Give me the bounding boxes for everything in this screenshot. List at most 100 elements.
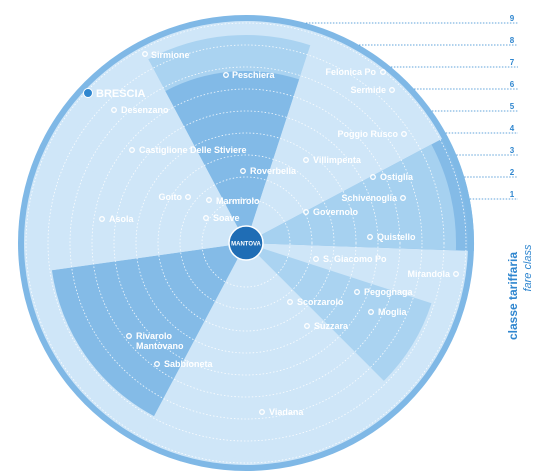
town-label: Poggio Rusco — [338, 129, 399, 139]
town-villimpenta[interactable]: Villimpenta — [303, 155, 362, 165]
town-marker[interactable] — [367, 234, 373, 240]
town-mirandola[interactable]: Mirandola — [407, 269, 459, 279]
town-label: Sirmione — [151, 50, 190, 60]
town-peschiera[interactable]: Peschiera — [223, 70, 276, 80]
town-desenzano[interactable]: Desenzano — [111, 105, 169, 115]
town-ostiglia[interactable]: Ostiglia — [370, 172, 414, 182]
class-number-4: 4 — [510, 124, 515, 133]
town-marker[interactable] — [99, 216, 105, 222]
town-marker[interactable] — [370, 174, 376, 180]
town-label: Peschiera — [232, 70, 276, 80]
town-marker[interactable] — [129, 147, 135, 153]
town-label: Rivarolo — [136, 331, 173, 341]
town-label: Governolo — [313, 207, 359, 217]
class-number-1: 1 — [510, 190, 515, 199]
fare-ring-7 — [69, 66, 423, 420]
sector-wedge-4 — [246, 144, 457, 251]
town-brescia[interactable]: BRESCIA — [83, 88, 146, 100]
town-label: Moglia — [378, 307, 407, 317]
town-label: Asola — [109, 214, 135, 224]
town-governolo[interactable]: Governolo — [303, 207, 359, 217]
town-marker[interactable] — [154, 361, 160, 367]
fare-ring-2 — [179, 176, 313, 310]
town-marker[interactable] — [259, 409, 265, 415]
class-number-3: 3 — [510, 146, 515, 155]
town-label: Schivenoglia — [341, 193, 398, 203]
class-number-5: 5 — [510, 102, 515, 111]
town-marker[interactable] — [303, 157, 309, 163]
town-sirmione[interactable]: Sirmione — [142, 50, 190, 60]
class-number-6: 6 — [510, 80, 515, 89]
sector-wedge-9 — [27, 150, 246, 274]
town-marker[interactable] — [303, 209, 309, 215]
town-marker[interactable] — [223, 72, 229, 78]
legend-title: classe tariffaria — [506, 252, 520, 340]
sector-wedge-2 — [246, 52, 423, 243]
class-number-8: 8 — [510, 36, 515, 45]
town-marker[interactable] — [389, 87, 395, 93]
town-roverbella[interactable]: Roverbella — [240, 166, 297, 176]
hub[interactable]: MANTOVA — [228, 225, 264, 261]
town-label: Sabbioneta — [164, 359, 214, 369]
town-label: Castiglione Delle Stiviere — [139, 145, 247, 155]
town-castiglione-delle-stiviere[interactable]: Castiglione Delle Stiviere — [129, 145, 247, 155]
fare-ring-6 — [91, 88, 401, 398]
town-marker[interactable] — [401, 131, 407, 137]
town-marker[interactable] — [83, 88, 93, 98]
town-marker[interactable] — [240, 168, 246, 174]
town-label: Ostiglia — [380, 172, 414, 182]
town-marker[interactable] — [368, 309, 374, 315]
town-scorzarolo[interactable]: Scorzarolo — [287, 297, 344, 307]
sector-wedge-5 — [246, 243, 432, 381]
town-moglia[interactable]: Moglia — [368, 307, 408, 317]
town-marker[interactable] — [287, 299, 293, 305]
town-marker[interactable] — [304, 323, 310, 329]
town-marker[interactable] — [185, 194, 191, 200]
sector-wedge-1 — [165, 70, 300, 243]
town-sabbioneta[interactable]: Sabbioneta — [154, 359, 214, 369]
town-marker[interactable] — [380, 69, 386, 75]
hub-marker[interactable] — [228, 225, 264, 261]
town-suzzara[interactable]: Suzzara — [304, 321, 349, 331]
legend-subtitle: fare class — [522, 244, 533, 292]
town-marker[interactable] — [111, 107, 117, 113]
fare-ring-8 — [47, 44, 445, 442]
town-schivenoglia[interactable]: Schivenoglia — [341, 193, 406, 203]
town-asola[interactable]: Asola — [99, 214, 135, 224]
town-label: Desenzano — [121, 105, 169, 115]
town-pegognaga[interactable]: Pegognaga — [354, 287, 414, 297]
town-quistello[interactable]: Quistello — [367, 232, 416, 242]
fare-rings — [25, 22, 467, 464]
sector-wedge-10 — [60, 62, 247, 243]
town-viadana[interactable]: Viadana — [259, 407, 305, 417]
town-label: S. Giacomo Po — [323, 254, 387, 264]
town-label: Mantovano — [136, 341, 184, 351]
town-marmirolo[interactable]: Marmirolo — [206, 196, 260, 206]
town-label: Sermide — [350, 85, 386, 95]
fare-ring-3 — [157, 154, 335, 332]
town-marker[interactable] — [313, 256, 319, 262]
town-marker[interactable] — [400, 195, 406, 201]
fare-ring-9 — [25, 22, 467, 464]
town-label: Suzzara — [314, 321, 349, 331]
fare-ring-4 — [135, 132, 357, 354]
town-label: Scorzarolo — [297, 297, 344, 307]
class-number-9: 9 — [510, 14, 515, 23]
town-label: Marmirolo — [216, 196, 260, 206]
town-marker[interactable] — [203, 215, 209, 221]
town-poggio-rusco[interactable]: Poggio Rusco — [338, 129, 407, 139]
town-marker[interactable] — [453, 271, 459, 277]
fare-sectors — [18, 15, 475, 471]
town-s-giacomo-po[interactable]: S. Giacomo Po — [313, 254, 387, 264]
town-marker[interactable] — [126, 333, 132, 339]
town-goito[interactable]: Goito — [159, 192, 191, 202]
town-soave[interactable]: Soave — [203, 213, 240, 223]
town-sermide[interactable]: Sermide — [350, 85, 395, 95]
town-marker[interactable] — [354, 289, 360, 295]
town-felonica-po[interactable]: Felonica Po — [325, 67, 386, 77]
sector-wedge-6 — [246, 243, 370, 410]
town-marker[interactable] — [142, 51, 148, 57]
town-marker[interactable] — [206, 197, 212, 203]
